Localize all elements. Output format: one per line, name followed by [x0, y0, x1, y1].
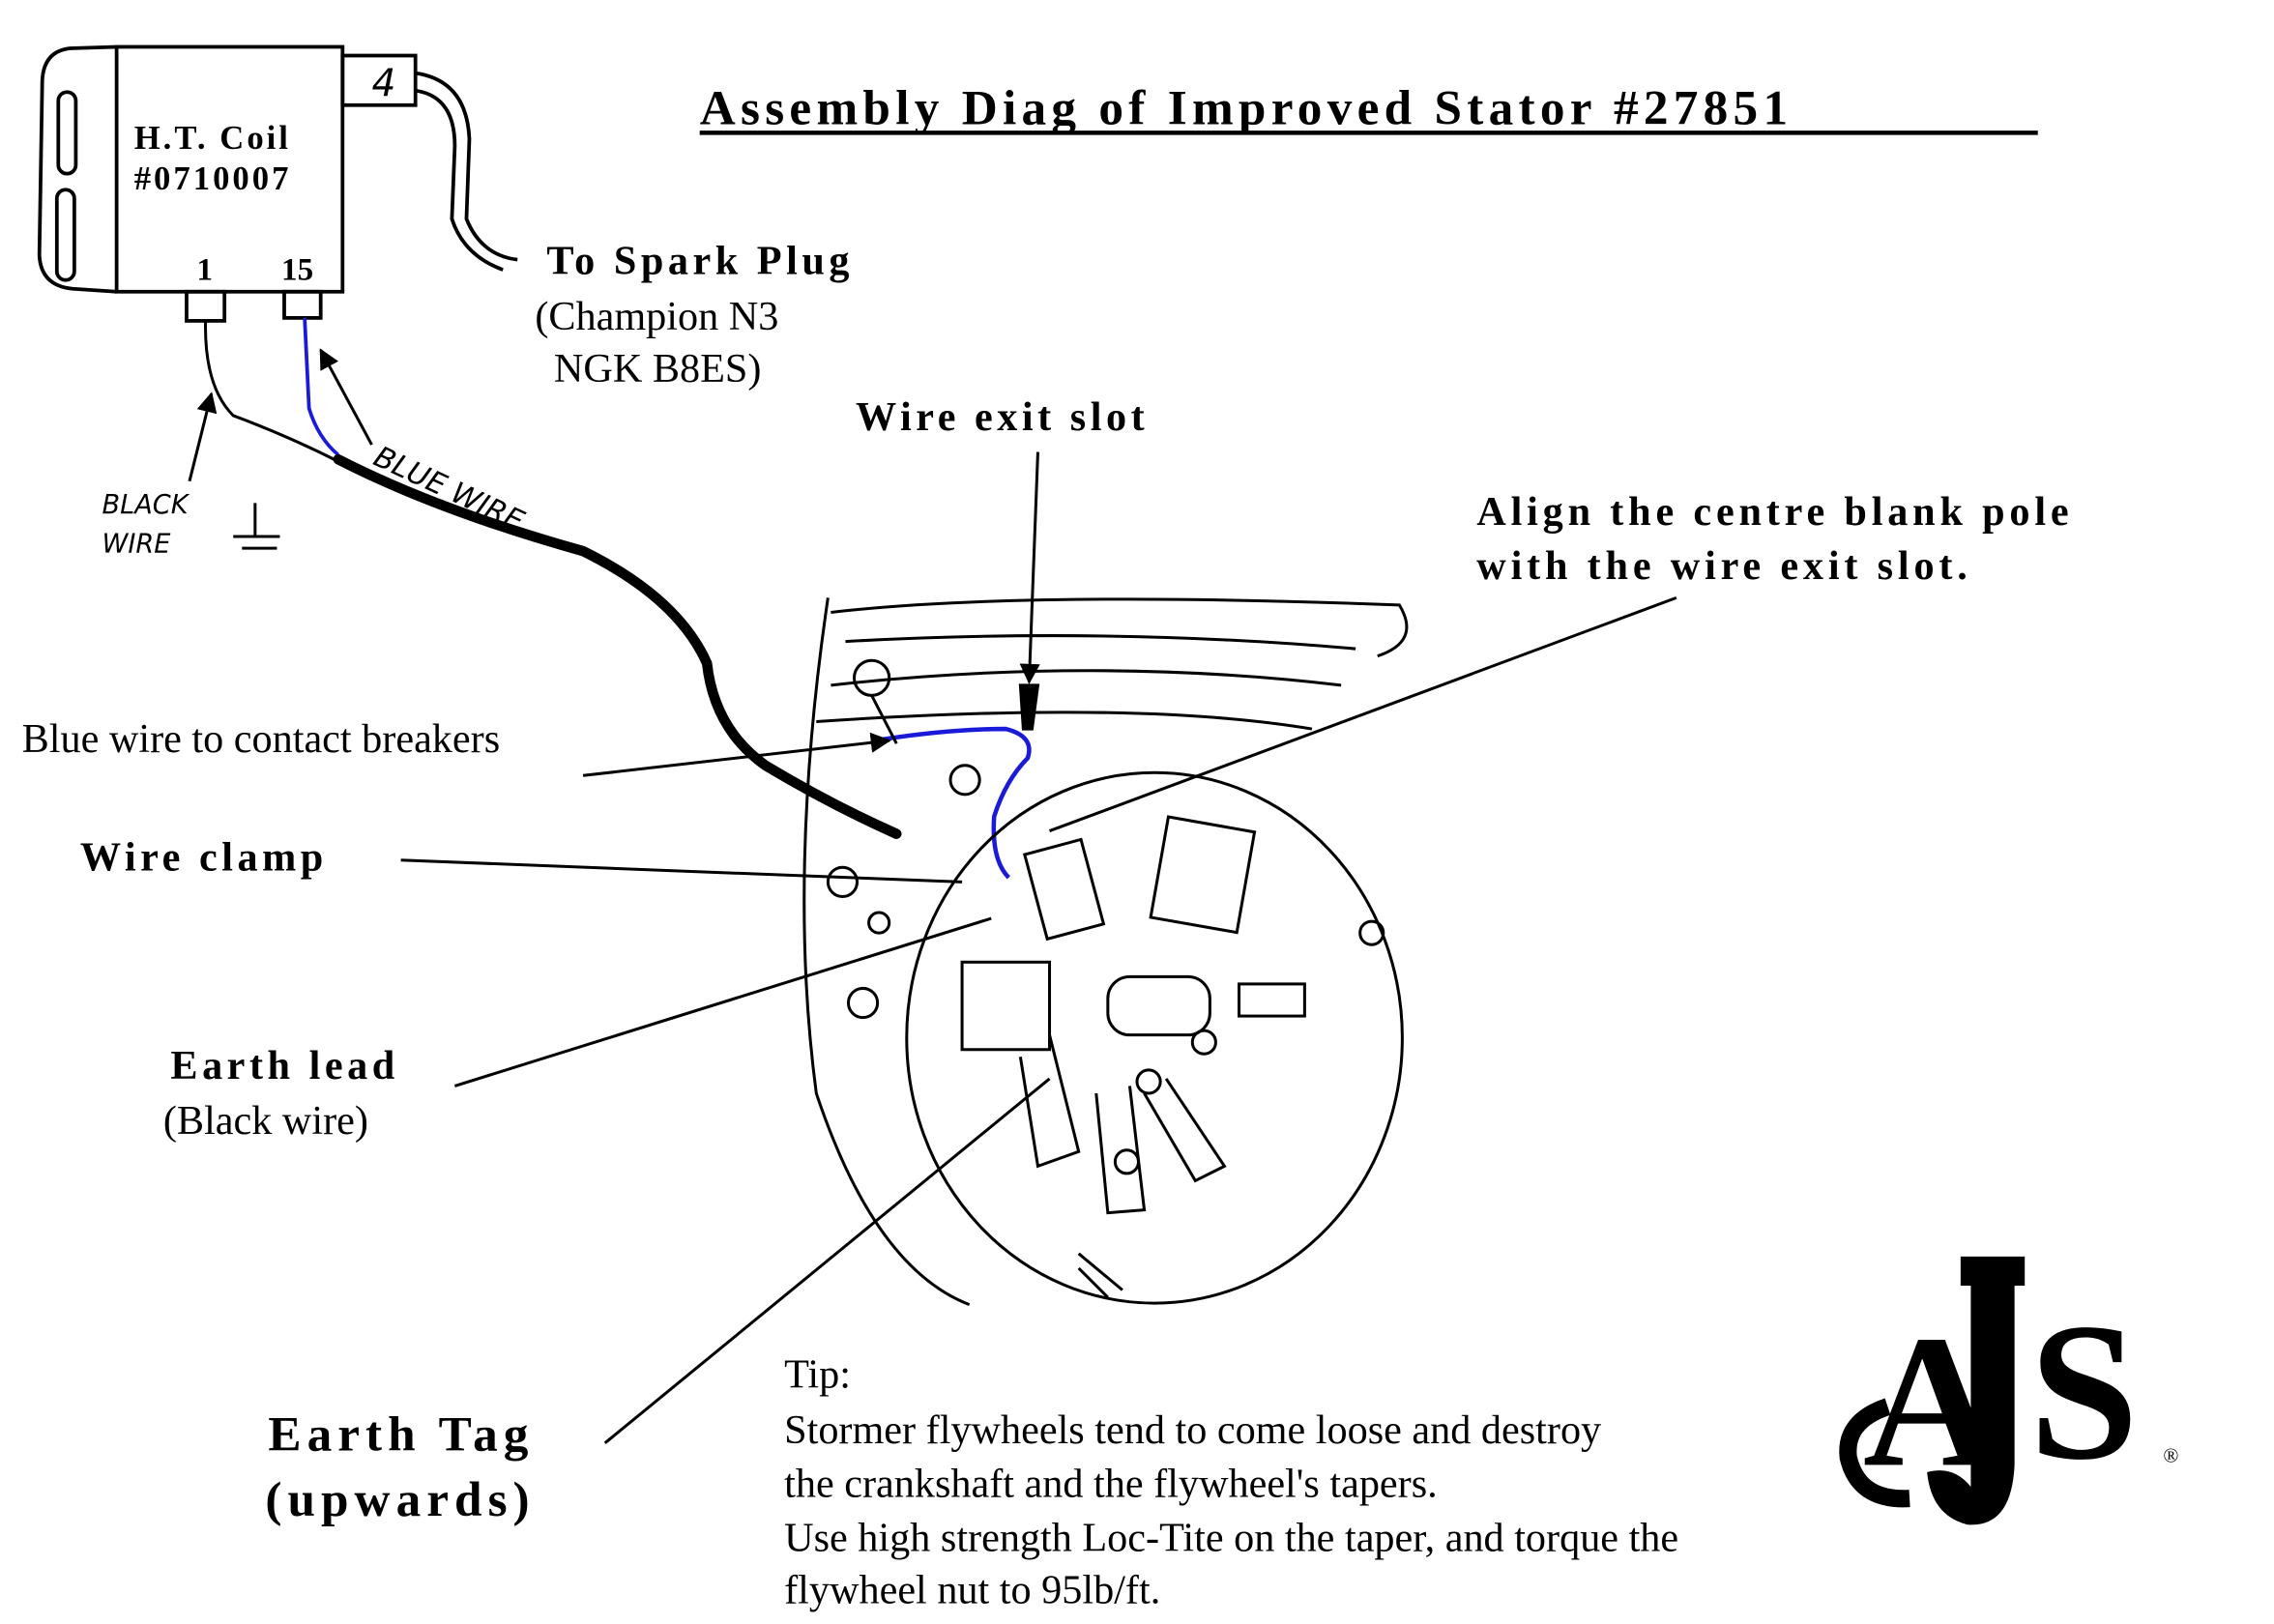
diagram-title: Assembly Diag of Improved Stator #27851 — [700, 80, 1793, 135]
coil-part-number: #0710007 — [134, 160, 292, 197]
earth-symbol-icon — [233, 503, 280, 550]
coil-terminal-1: 1 — [197, 252, 214, 288]
black-wire — [204, 320, 343, 466]
align-leader — [1049, 595, 1677, 833]
coil-terminal-15: 15 — [281, 252, 313, 288]
tip-block: Tip: Stormer flywheels tend to come loos… — [784, 1352, 1678, 1613]
blue-wire-arrow — [319, 348, 373, 446]
tip-line: Stormer flywheels tend to come loose and… — [784, 1407, 1601, 1453]
blue-wire — [303, 317, 340, 457]
registered-mark: ® — [2163, 1443, 2178, 1466]
spark-plug-label: To Spark Plug — [546, 239, 854, 284]
wire-exit-leader — [1019, 451, 1040, 684]
stator-drawing — [802, 597, 1409, 1307]
wire-exit-slot-label: Wire exit slot — [856, 394, 1149, 440]
wire-clamp-leader — [400, 858, 963, 884]
earth-lead-label: Earth lead — [170, 1043, 398, 1088]
spark-plug-type-1: (Champion N3 — [535, 294, 778, 339]
hand-black-label-2: WIRE — [102, 530, 172, 560]
ht-coil — [37, 44, 518, 323]
blue-wire-breakers-label: Blue wire to contact breakers — [22, 716, 501, 762]
spark-plug-type-2: NGK B8ES) — [554, 346, 762, 392]
earth-lead-sub-label: (Black wire) — [163, 1098, 368, 1144]
coil-name: H.T. Coil — [134, 120, 291, 157]
wire-harness — [333, 453, 902, 839]
coil-terminal-4: 4 — [371, 63, 395, 106]
tip-line: flywheel nut to 95lb/ft. — [784, 1568, 1160, 1613]
blue-wire-leader — [582, 732, 891, 777]
tip-line: Use high strength Loc-Tite on the taper,… — [784, 1515, 1678, 1560]
earth-tag-label: Earth Tag — [268, 1406, 534, 1462]
wire-clamp-label: Wire clamp — [80, 834, 328, 880]
black-wire-arrow — [188, 392, 218, 482]
align-instruction-2: with the wire exit slot. — [1476, 543, 1971, 589]
earth-lead-leader — [453, 916, 992, 1088]
earth-tag-leader — [603, 1077, 1051, 1444]
blue-wire-to-breakers — [874, 726, 1032, 880]
ajs-logo: A S ® — [1839, 1256, 2178, 1525]
align-instruction-1: Align the centre blank pole — [1476, 489, 2073, 535]
hand-black-label-1: BLACK — [102, 490, 190, 520]
earth-tag-sub-label: (upwards) — [265, 1472, 535, 1527]
tip-line: the crankshaft and the flywheel's tapers… — [784, 1462, 1438, 1507]
svg-text:S: S — [2029, 1284, 2139, 1501]
tip-heading: Tip: — [784, 1352, 851, 1398]
